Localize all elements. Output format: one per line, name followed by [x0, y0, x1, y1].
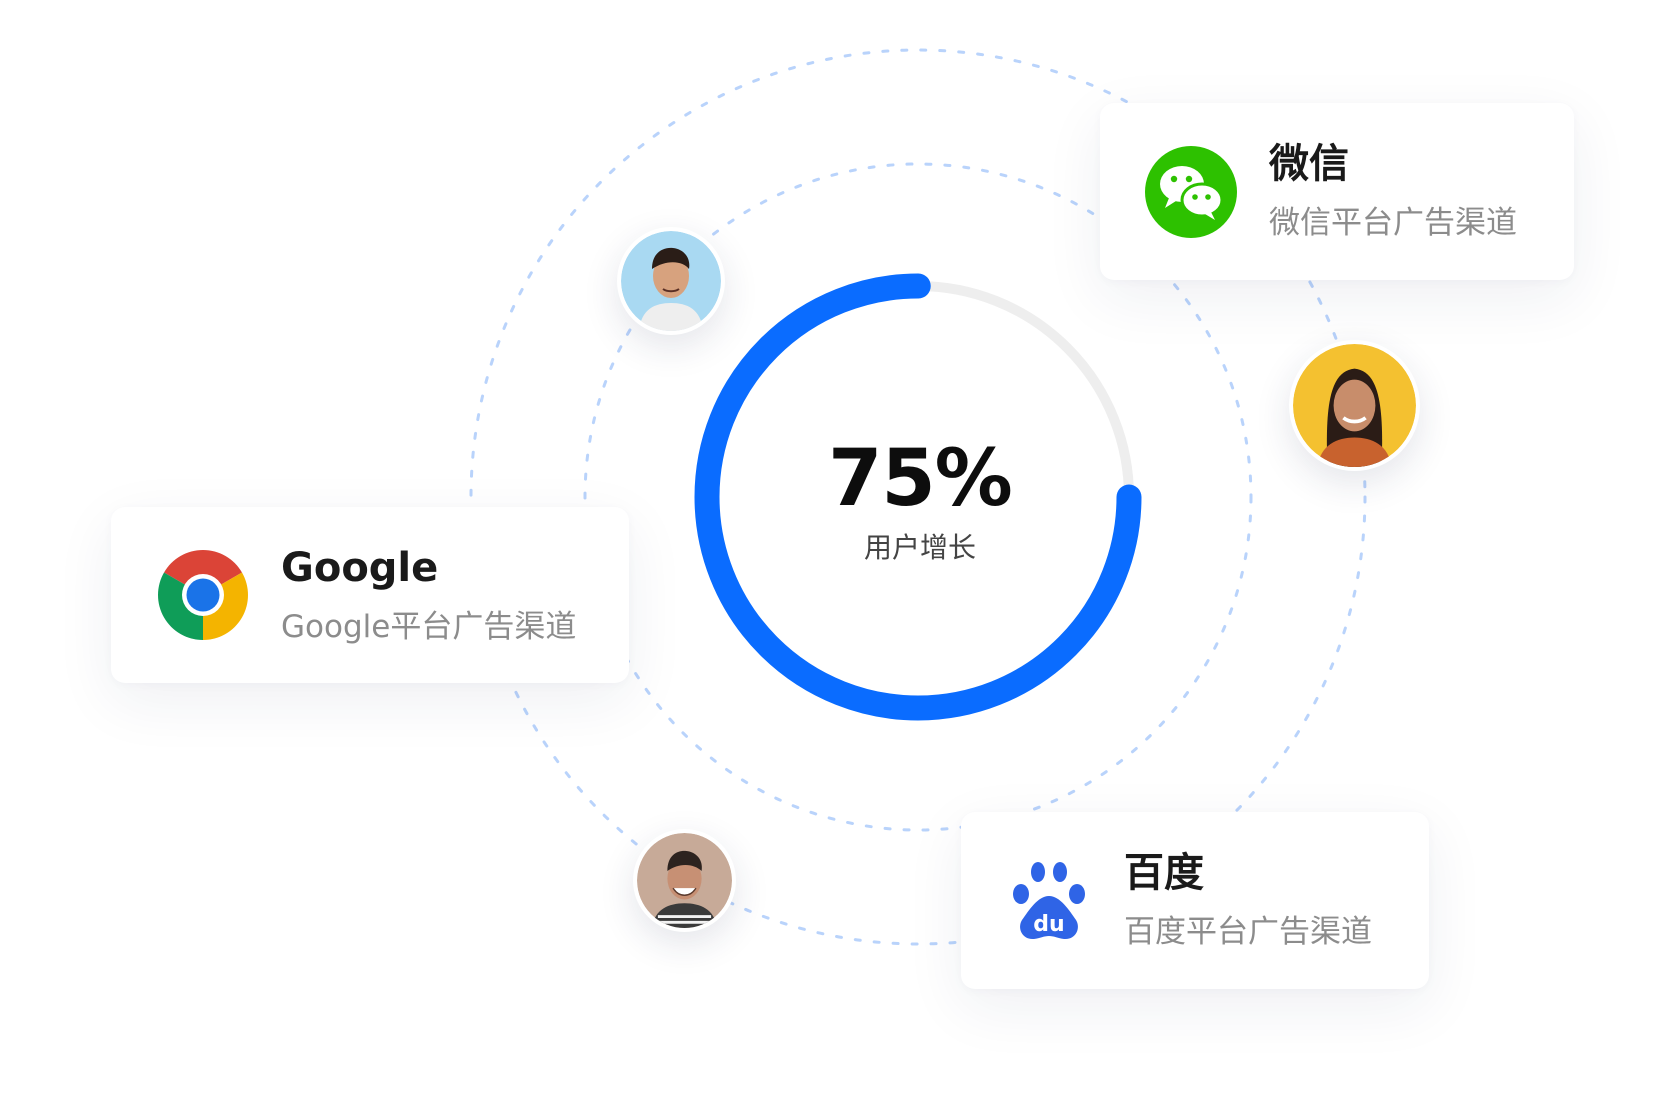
channel-subtitle: Google平台广告渠道: [281, 608, 577, 645]
user-avatar: [617, 227, 725, 335]
channel-card-google[interactable]: Google Google平台广告渠道: [111, 507, 629, 683]
growth-metric-label: 用户增长: [863, 531, 976, 564]
progress-ring-fill: [694, 273, 1142, 721]
channel-subtitle: 百度平台广告渠道: [1124, 914, 1372, 950]
wechat-icon: [1145, 145, 1237, 238]
channel-title: 百度: [1124, 850, 1204, 896]
baidu-paw-icon: du: [1012, 860, 1086, 942]
channel-subtitle: 微信平台广告渠道: [1269, 205, 1517, 241]
user-avatar: [633, 829, 736, 932]
svg-text:du: du: [1033, 912, 1064, 937]
inner-orbit-ring: [583, 162, 1253, 832]
growth-percent: 75%: [828, 434, 1013, 524]
user-avatar: [1289, 340, 1420, 471]
chrome-icon: [158, 550, 248, 640]
channel-card-wechat[interactable]: 微信 微信平台广告渠道: [1100, 103, 1574, 280]
outer-orbit-ring: [469, 48, 1367, 946]
progress-center-label: 75% 用户增长: [770, 440, 1070, 562]
channel-title: Google: [281, 544, 439, 591]
channel-card-baidu[interactable]: du 百度 百度平台广告渠道: [961, 812, 1429, 989]
channel-title: 微信: [1269, 141, 1349, 187]
